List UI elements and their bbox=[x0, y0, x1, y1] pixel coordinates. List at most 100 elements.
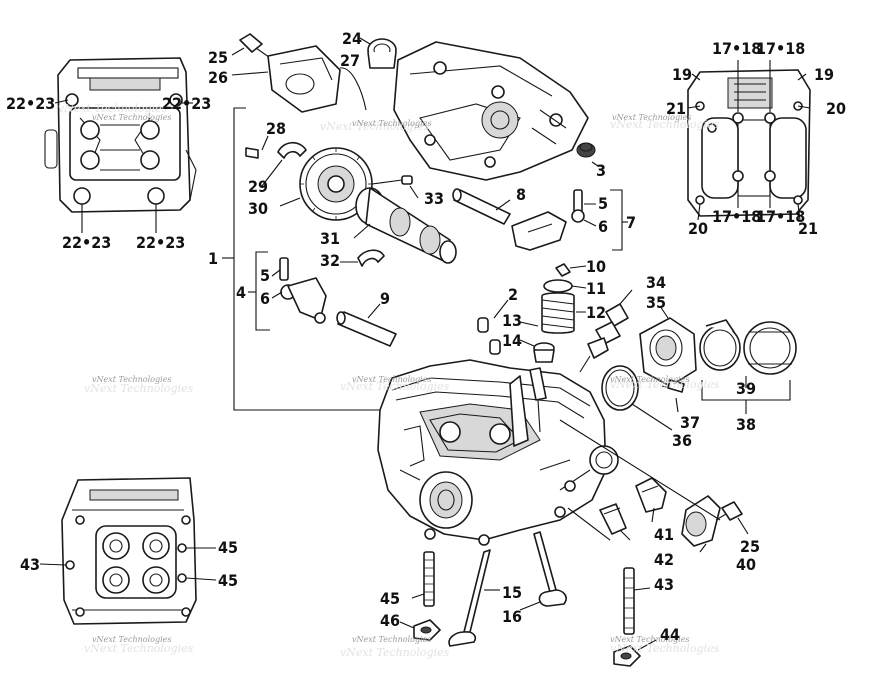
callout-32: 32 bbox=[320, 251, 340, 270]
callout-15: 15 bbox=[502, 583, 522, 602]
callout-38: 38 bbox=[736, 415, 756, 434]
callout-33: 33 bbox=[424, 189, 444, 208]
callout-17-18-a: 17•18 bbox=[712, 39, 761, 58]
callout-21-b: 21 bbox=[798, 219, 818, 238]
watermark-text: vNext Technologies bbox=[352, 635, 431, 644]
callout-2: 2 bbox=[508, 285, 518, 304]
callout-7: 7 bbox=[626, 213, 636, 232]
pin-33 bbox=[371, 175, 419, 199]
callout-14: 14 bbox=[502, 331, 522, 350]
spark-plug-34 bbox=[579, 289, 633, 373]
callout-45-upper: 45 bbox=[218, 538, 238, 557]
watermark-text: vNext Technologies bbox=[352, 119, 431, 128]
callout-13: 13 bbox=[502, 311, 522, 330]
svg-text:vNext Technologies: vNext Technologies bbox=[320, 120, 430, 133]
screw-37 bbox=[661, 379, 685, 413]
callout-29: 29 bbox=[248, 177, 268, 196]
cap-24 bbox=[359, 37, 397, 69]
callout-19-a: 19 bbox=[672, 65, 692, 84]
svg-text:vNext Technologies: vNext Technologies bbox=[610, 118, 720, 131]
callout-20-b: 20 bbox=[688, 219, 708, 238]
callout-19-b: 19 bbox=[814, 65, 834, 84]
callout-28: 28 bbox=[266, 119, 286, 138]
callout-22-23-c: 22•23 bbox=[62, 233, 111, 252]
watermark-text: vNext Technologies bbox=[92, 635, 171, 644]
watermark-text: vNext Technologies bbox=[92, 113, 171, 122]
stud-45 bbox=[411, 551, 435, 607]
callout-labels: 1 2 3 4 5 5 6 6 7 8 9 10 11 12 13 14 15 … bbox=[6, 29, 846, 644]
rocker-shaft-9 bbox=[336, 303, 397, 347]
nut-46 bbox=[399, 619, 441, 641]
camshaft-31 bbox=[353, 187, 457, 264]
rocker-arm-left bbox=[271, 257, 327, 324]
callout-21-a: 21 bbox=[666, 99, 686, 118]
inset-head-top-view bbox=[44, 57, 197, 233]
watermark-text: vNext Technologies bbox=[610, 375, 689, 384]
valve-stem-guide bbox=[529, 367, 547, 433]
gasket-27 bbox=[339, 67, 367, 111]
lead-line-head-42 bbox=[567, 507, 611, 541]
callout-20-a: 20 bbox=[826, 99, 846, 118]
valve-spring-stack bbox=[519, 263, 587, 363]
callout-43-right: 43 bbox=[654, 575, 674, 594]
clip-28 bbox=[245, 135, 307, 187]
breather-26 bbox=[231, 45, 341, 113]
valve-16 bbox=[519, 531, 567, 611]
callout-36: 36 bbox=[672, 431, 692, 450]
callout-6-left: 6 bbox=[260, 289, 270, 308]
o-ring-36 bbox=[601, 365, 673, 431]
lead-line-head-40 bbox=[559, 419, 721, 521]
svg-text:vNext Technologies: vNext Technologies bbox=[84, 642, 194, 655]
intake-boot-35 bbox=[639, 305, 697, 387]
callout-45-lower: 45 bbox=[218, 571, 238, 590]
rocker-arm-right bbox=[511, 189, 597, 251]
callout-25-right: 25 bbox=[740, 537, 760, 556]
callout-31: 31 bbox=[320, 229, 340, 248]
svg-text:vNext Technologies: vNext Technologies bbox=[610, 642, 720, 655]
callout-34: 34 bbox=[646, 273, 666, 292]
watermarks: vNext Technologies vNext Technologies vN… bbox=[58, 102, 720, 659]
callout-6-right: 6 bbox=[598, 217, 608, 236]
rocker-shaft-8 bbox=[452, 188, 511, 225]
callout-4: 4 bbox=[236, 283, 246, 302]
inset-head-bottom-view bbox=[39, 477, 217, 625]
callout-11: 11 bbox=[586, 279, 606, 298]
nut-44 bbox=[613, 639, 657, 667]
clamp-39 bbox=[699, 319, 797, 388]
bolt-25-right bbox=[715, 501, 749, 535]
callout-16: 16 bbox=[502, 607, 522, 626]
callout-17-18-d: 17•18 bbox=[756, 207, 805, 226]
callout-3: 3 bbox=[596, 161, 606, 180]
callout-22-23-d: 22•23 bbox=[136, 233, 185, 252]
callout-5-left: 5 bbox=[260, 266, 270, 285]
callout-44: 44 bbox=[660, 625, 680, 644]
svg-text:vNext Technologies: vNext Technologies bbox=[340, 646, 450, 659]
callout-22-23-b: 22•23 bbox=[162, 94, 211, 113]
watermark-text: vNext Technologies bbox=[610, 635, 689, 644]
callout-17-18-c: 17•18 bbox=[712, 207, 761, 226]
callout-42: 42 bbox=[654, 550, 674, 569]
svg-text:vNext Technologies: vNext Technologies bbox=[84, 382, 194, 395]
callout-5-right: 5 bbox=[598, 194, 608, 213]
callout-46: 46 bbox=[380, 611, 400, 630]
plug-3 bbox=[576, 142, 599, 167]
watermark-text: vNext Technologies bbox=[92, 375, 171, 384]
sensor-41 bbox=[635, 477, 667, 523]
callout-24: 24 bbox=[342, 29, 362, 48]
callout-17-18-b: 17•18 bbox=[756, 39, 805, 58]
callout-9: 9 bbox=[380, 289, 390, 308]
cylinder-head bbox=[234, 359, 619, 546]
dowel-2 bbox=[477, 299, 509, 355]
callout-40: 40 bbox=[736, 555, 756, 574]
callout-41: 41 bbox=[654, 525, 674, 544]
callout-35: 35 bbox=[646, 293, 666, 312]
callout-39: 39 bbox=[736, 379, 756, 398]
callout-30: 30 bbox=[248, 199, 268, 218]
callout-22-23-a: 22•23 bbox=[6, 94, 55, 113]
callout-27: 27 bbox=[340, 51, 360, 70]
callout-12: 12 bbox=[586, 303, 606, 322]
valve-cover bbox=[393, 41, 589, 181]
callout-8: 8 bbox=[516, 185, 526, 204]
